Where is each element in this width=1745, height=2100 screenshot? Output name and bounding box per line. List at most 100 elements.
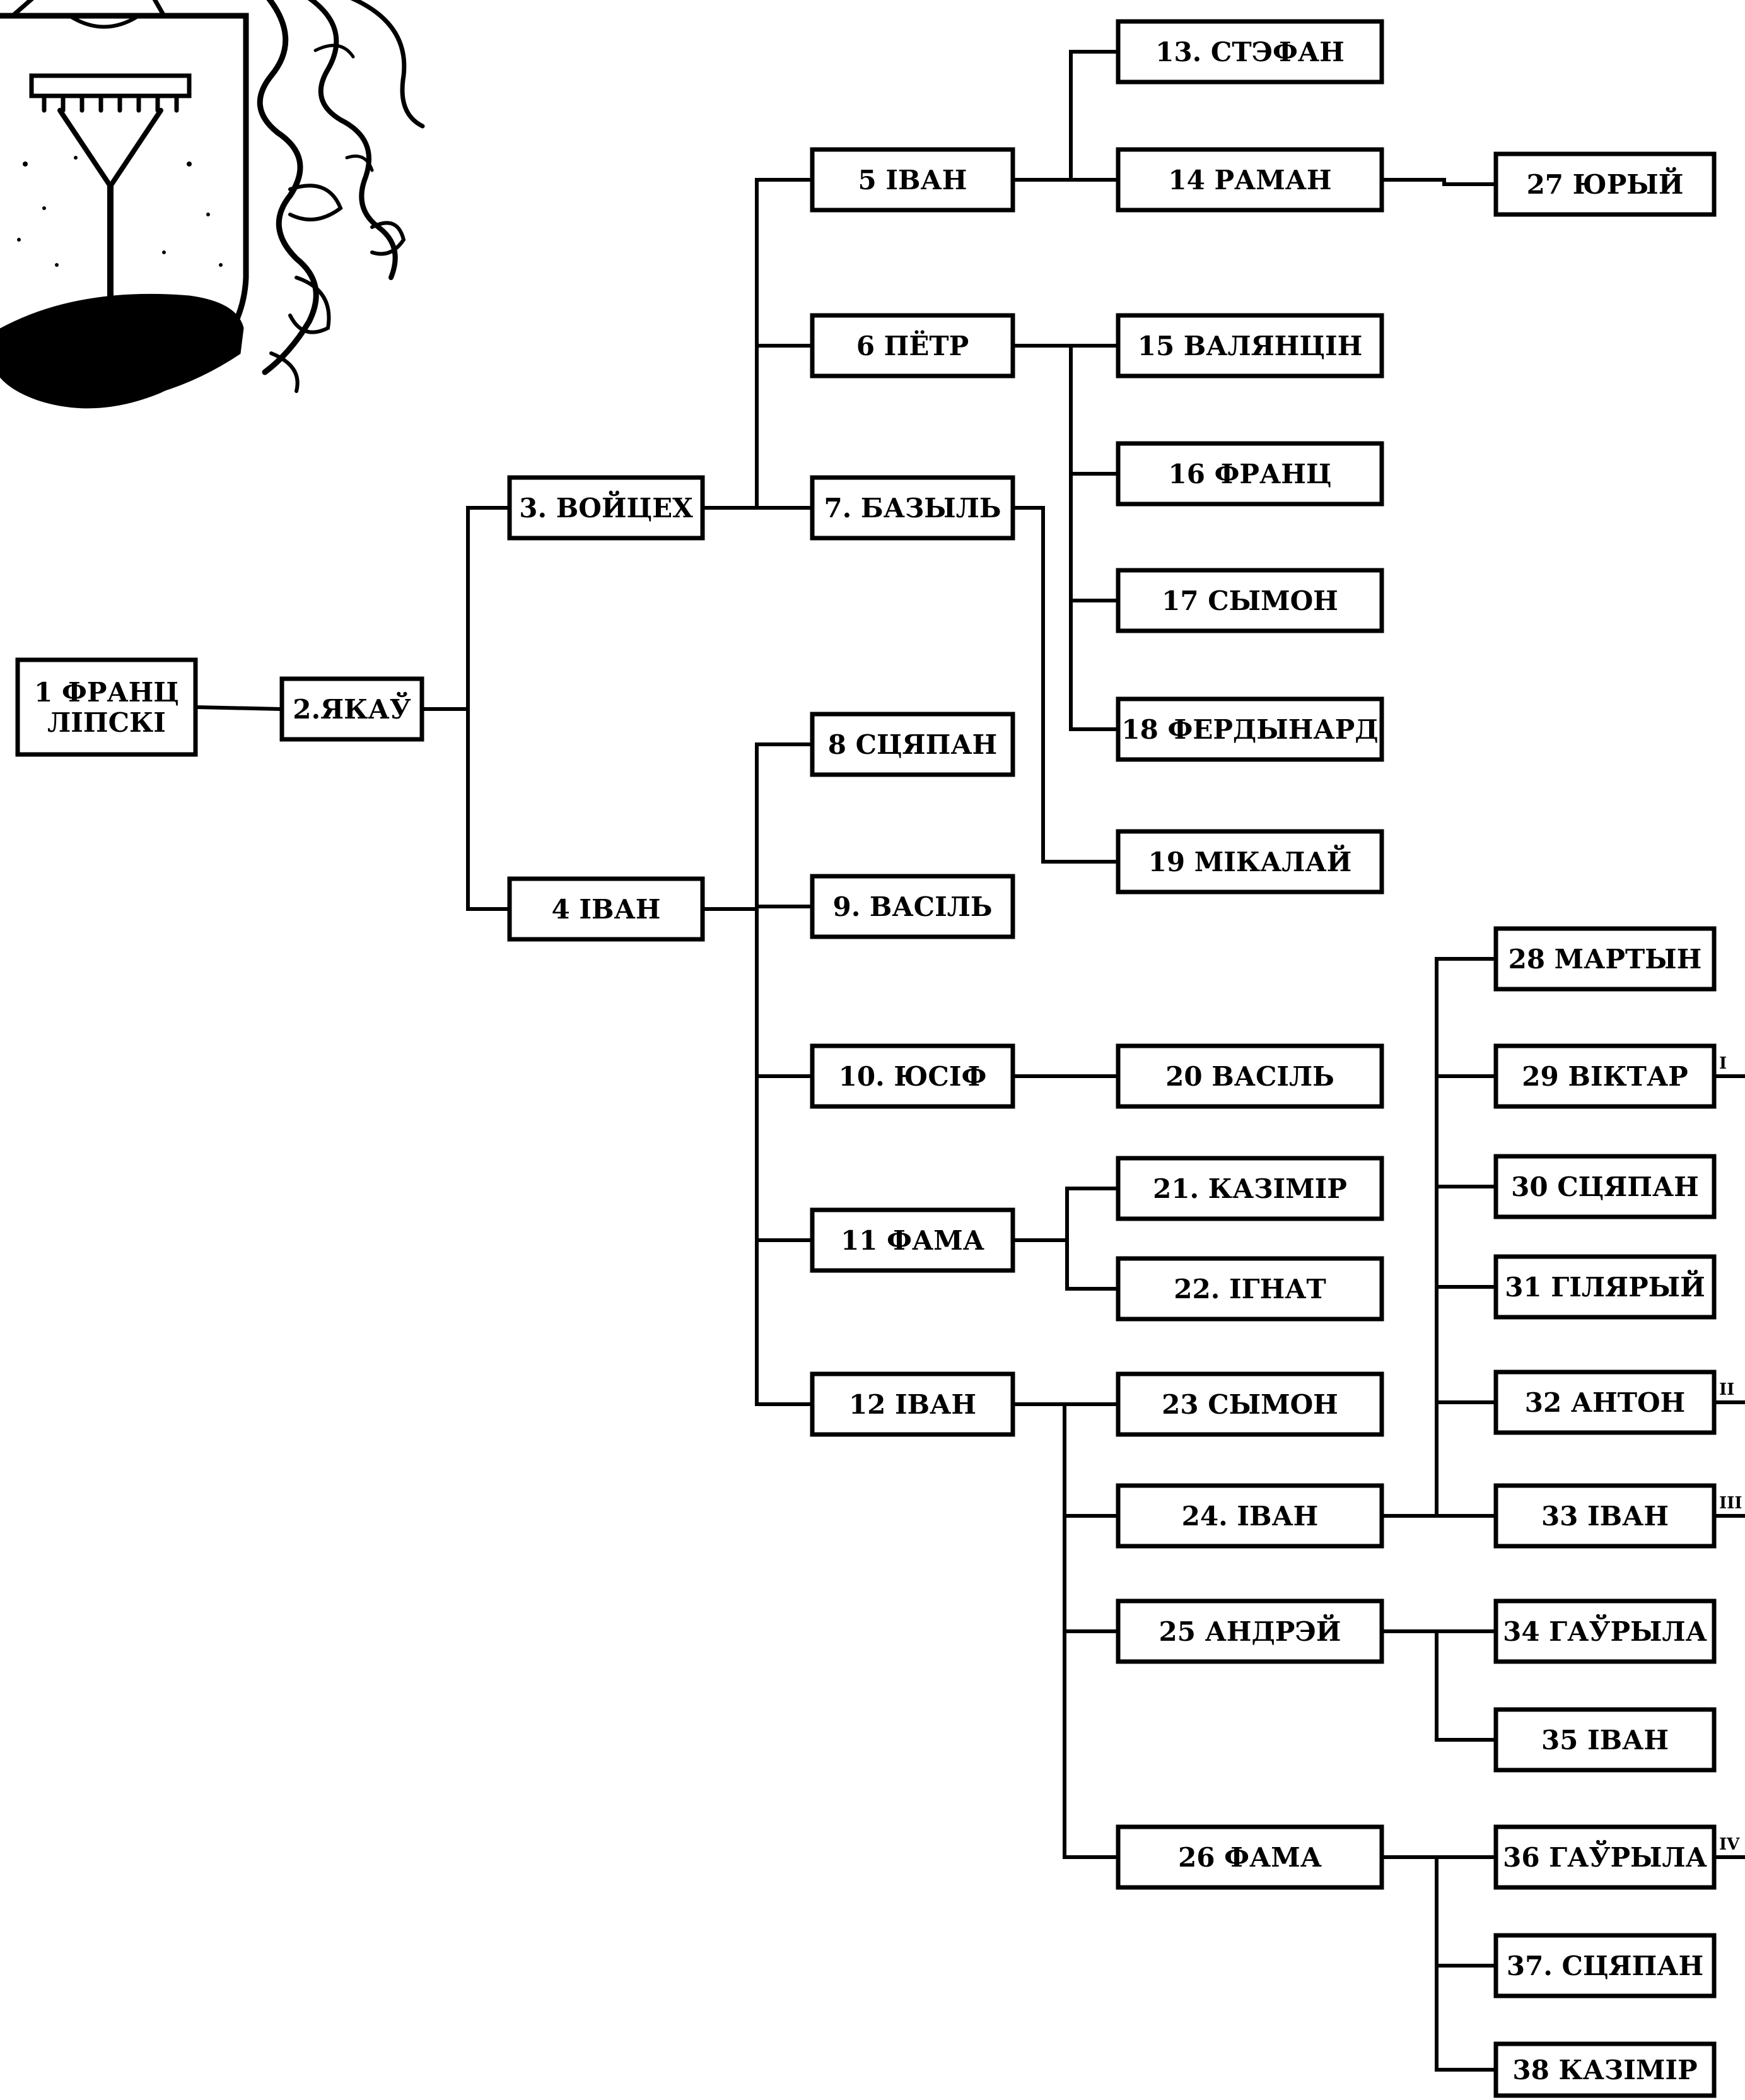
person-box — [810, 1371, 1015, 1437]
person-node-12: 12 ІВАН — [810, 1371, 1015, 1437]
person-node-25: 25 АНДРЭЙ — [1116, 1598, 1384, 1664]
person-box — [1493, 151, 1717, 217]
person-label: 13. СТЭФАН — [1155, 37, 1345, 67]
person-label: 17 СЫМОН — [1162, 585, 1338, 616]
person-box — [1493, 1824, 1717, 1890]
connector-line — [193, 705, 284, 712]
person-node-16: 16 ФРАНЦ — [1116, 441, 1384, 507]
person-label: 37. СЦЯПАН — [1507, 1950, 1703, 1981]
person-box — [810, 1207, 1015, 1273]
person-node-15: 15 ВАЛЯНЦІН — [1116, 313, 1384, 378]
person-box — [1116, 568, 1384, 633]
person-box — [1493, 1598, 1717, 1664]
person-label: 21. КАЗІМІР — [1153, 1173, 1347, 1204]
person-box — [810, 475, 1015, 541]
person-box — [1493, 1483, 1717, 1549]
person-box — [1116, 1043, 1384, 1109]
person-label: 4 ІВАН — [552, 894, 661, 925]
person-node-38: 38 КАЗІМІР — [1493, 2041, 1717, 2098]
person-box — [1116, 1824, 1384, 1890]
tree-connectors — [193, 50, 1498, 2072]
person-node-11: 11 ФАМА — [810, 1207, 1015, 1273]
continuation-label: II — [1719, 1380, 1734, 1399]
person-box — [1493, 1933, 1717, 1998]
person-box — [1493, 1370, 1717, 1435]
person-label: 7. БАЗЫЛЬ — [824, 493, 1001, 524]
person-box — [279, 676, 424, 742]
person-label: 1 ФРАНЦ — [34, 677, 179, 708]
person-box — [15, 657, 198, 757]
person-box — [810, 874, 1015, 939]
person-node-9: 9. ВАСІЛЬ — [810, 874, 1015, 939]
continuation-label: IV — [1719, 1835, 1740, 1854]
person-node-21: 21. КАЗІМІР — [1116, 1156, 1384, 1221]
person-box — [810, 1043, 1015, 1109]
person-node-17: 17 СЫМОН — [1116, 568, 1384, 633]
person-node-6: 6 ПЁТР — [810, 313, 1015, 378]
person-label: 28 МАРТЫН — [1509, 944, 1702, 975]
person-box — [1116, 1598, 1384, 1664]
person-node-24: 24. ІВАН — [1116, 1483, 1384, 1549]
person-label: 36 ГАЎРЫЛА — [1503, 1839, 1707, 1873]
person-box — [1493, 1043, 1717, 1109]
person-box — [1116, 1156, 1384, 1221]
person-node-35: 35 ІВАН — [1493, 1707, 1717, 1773]
person-box — [507, 475, 705, 541]
person-label: 20 ВАСІЛЬ — [1165, 1061, 1334, 1092]
person-box — [1116, 313, 1384, 378]
person-node-27: 27 ЮРЫЙ — [1493, 151, 1717, 217]
person-label: 38 КАЗІМІР — [1512, 2055, 1697, 2085]
person-label: 22. ІГНАТ — [1174, 1274, 1326, 1305]
person-label: 5 ІВАН — [858, 165, 967, 196]
person-box — [810, 712, 1015, 777]
person-box — [1116, 441, 1384, 507]
person-box — [810, 313, 1015, 378]
person-box — [1493, 1254, 1717, 1320]
person-label: 34 ГАЎРЫЛА — [1503, 1614, 1707, 1647]
person-node-14: 14 РАМАН — [1116, 147, 1384, 213]
person-box — [507, 876, 705, 942]
person-box — [1116, 1483, 1384, 1549]
person-label: 24. ІВАН — [1182, 1501, 1319, 1532]
person-node-31: 31 ГІЛЯРЫЙ — [1493, 1254, 1717, 1320]
person-node-19: 19 МІКАЛАЙ — [1116, 829, 1384, 895]
person-node-32: 32 АНТОН — [1493, 1370, 1717, 1435]
person-label: 26 ФАМА — [1178, 1842, 1322, 1873]
person-label: 25 АНДРЭЙ — [1159, 1614, 1341, 1647]
person-label: 3. ВОЙЦЕХ — [519, 490, 693, 524]
person-label: 14 РАМАН — [1168, 165, 1331, 196]
person-label: 10. ЮСІФ — [839, 1061, 987, 1092]
person-node-2: 2.ЯКАЎ — [279, 676, 424, 742]
person-label: 18 ФЕРДЫНАРД — [1121, 714, 1378, 745]
person-node-8: 8 СЦЯПАН — [810, 712, 1015, 777]
person-node-29: 29 ВІКТАР — [1493, 1043, 1717, 1109]
person-box — [1493, 1707, 1717, 1773]
person-node-23: 23 СЫМОН — [1116, 1371, 1384, 1437]
person-node-37: 37. СЦЯПАН — [1493, 1933, 1717, 1998]
coat-of-arms-emblem — [0, 0, 425, 409]
person-node-13: 13. СТЭФАН — [1116, 19, 1384, 85]
person-label: 31 ГІЛЯРЫЙ — [1505, 1269, 1705, 1303]
person-label: 15 ВАЛЯНЦІН — [1138, 331, 1363, 361]
continuation-label: III — [1719, 1494, 1742, 1513]
person-label: 9. ВАСІЛЬ — [832, 891, 992, 922]
person-label: 12 ІВАН — [849, 1389, 976, 1420]
person-node-7: 7. БАЗЫЛЬ — [810, 475, 1015, 541]
person-label: 33 ІВАН — [1541, 1501, 1669, 1532]
person-label: 16 ФРАНЦ — [1169, 459, 1332, 490]
person-label: ЛІПСКІ — [47, 707, 166, 738]
person-node-10: 10. ЮСІФ — [810, 1043, 1015, 1109]
person-label: 27 ЮРЫЙ — [1527, 167, 1684, 200]
person-label: 29 ВІКТАР — [1522, 1061, 1688, 1092]
person-node-5: 5 ІВАН — [810, 147, 1015, 213]
person-node-20: 20 ВАСІЛЬ — [1116, 1043, 1384, 1109]
continuation-label: I — [1719, 1054, 1727, 1073]
person-node-3: 3. ВОЙЦЕХ — [507, 475, 705, 541]
person-label: 30 СЦЯПАН — [1511, 1171, 1699, 1202]
person-node-26: 26 ФАМА — [1116, 1824, 1384, 1890]
person-box — [1493, 1154, 1717, 1219]
